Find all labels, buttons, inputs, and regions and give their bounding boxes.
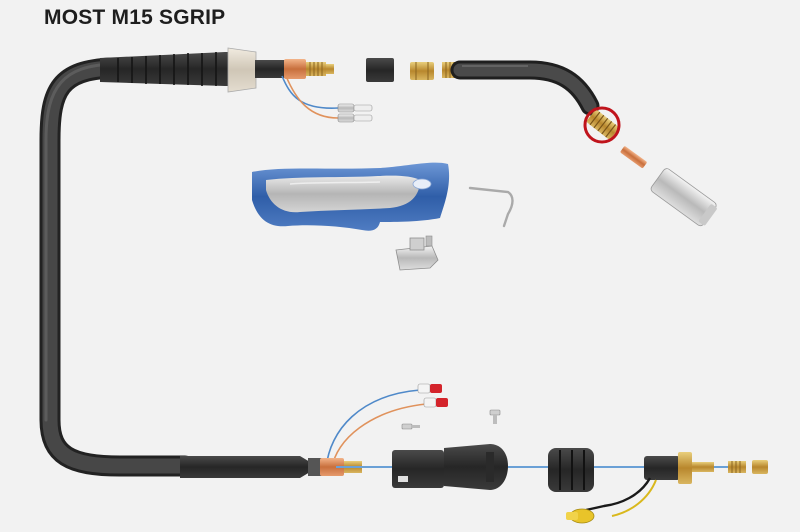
central-adapter-housing: [392, 444, 508, 490]
cable-rear-grip: [180, 456, 322, 478]
handle-shell: [252, 162, 450, 231]
control-wires-top: [281, 75, 339, 119]
screw-2: [401, 423, 420, 430]
trigger-spring: [468, 186, 514, 228]
page-title: MOST M15 SGRIP: [44, 6, 226, 29]
screw: [489, 409, 501, 424]
control-wire-plug: [566, 477, 657, 524]
torch-handle-grip: [100, 47, 334, 93]
neck-insulator: [366, 58, 394, 82]
swan-neck: [442, 60, 600, 116]
neck-nut: [410, 62, 434, 80]
euro-connector-plug: [644, 452, 768, 484]
gas-nozzle: [650, 168, 717, 227]
wire-terminal-bottom-2: [423, 397, 448, 408]
contact-tip: [620, 146, 647, 169]
wire-terminal-top-1: [337, 103, 373, 113]
trigger-switch: [395, 235, 439, 271]
union-nut: [548, 448, 650, 492]
wire-terminal-top-2: [337, 113, 373, 123]
highlighted-part[interactable]: [583, 106, 621, 144]
torch-cable: [39, 57, 196, 477]
wire-terminal-bottom-1: [417, 383, 442, 394]
highlight-ring: [583, 106, 621, 144]
